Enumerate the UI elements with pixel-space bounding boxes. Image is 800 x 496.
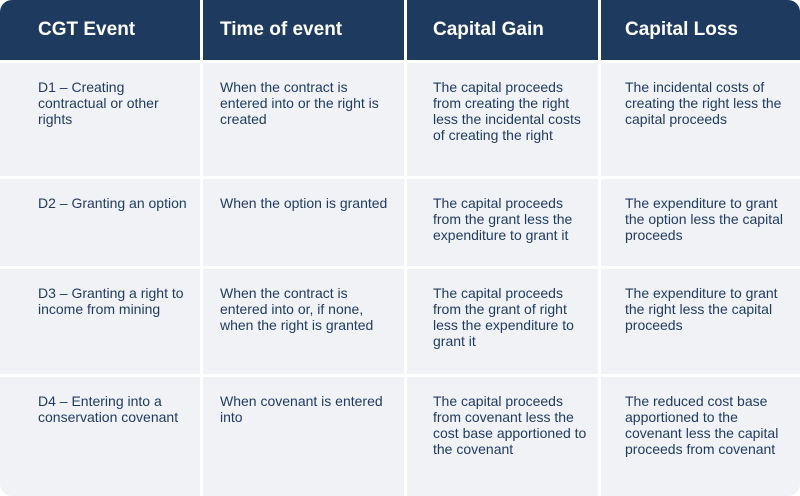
- table-header-row: CGT Event Time of event Capital Gain Cap…: [0, 0, 800, 60]
- cell-cgt-event: D1 – Creating contractual or other right…: [38, 79, 159, 127]
- header-cgt-event: CGT Event: [38, 19, 136, 40]
- cell-capital-loss: The expenditure to grant the right less …: [598, 269, 800, 374]
- cell-time-of-event: When the option is granted: [200, 179, 404, 266]
- cell-time-of-event: When covenant is entered into: [200, 377, 404, 496]
- cell-capital-gain: The capital proceeds from covenant less …: [404, 377, 598, 496]
- table-row: D3 – Granting a right to income from min…: [0, 266, 800, 374]
- cell-capital-gain: The capital proceeds from the grant less…: [404, 179, 598, 266]
- cell-time-of-event: When the contract is entered into or, if…: [200, 269, 404, 374]
- cell-cgt-event: D4 – Entering into a conservation covena…: [38, 393, 179, 425]
- cell-time-of-event: When the contract is entered into or the…: [200, 63, 404, 176]
- cell-capital-gain: The capital proceeds from the grant of r…: [404, 269, 598, 374]
- table-row: D4 – Entering into a conservation covena…: [0, 374, 800, 496]
- cell-cgt-event: D3 – Granting a right to income from min…: [38, 285, 184, 317]
- header-capital-loss: Capital Loss: [598, 0, 800, 60]
- header-capital-gain: Capital Gain: [404, 0, 598, 60]
- cell-capital-loss: The expenditure to grant the option less…: [598, 179, 800, 266]
- cell-capital-loss: The reduced cost base apportioned to the…: [598, 377, 800, 496]
- table-row: D1 – Creating contractual or other right…: [0, 60, 800, 176]
- cell-capital-loss: The incidental costs of creating the rig…: [598, 63, 800, 176]
- cell-cgt-event: D2 – Granting an option: [38, 195, 187, 211]
- header-time-of-event: Time of event: [200, 0, 404, 60]
- table-row: D2 – Granting an option When the option …: [0, 176, 800, 266]
- cell-capital-gain: The capital proceeds from creating the r…: [404, 63, 598, 176]
